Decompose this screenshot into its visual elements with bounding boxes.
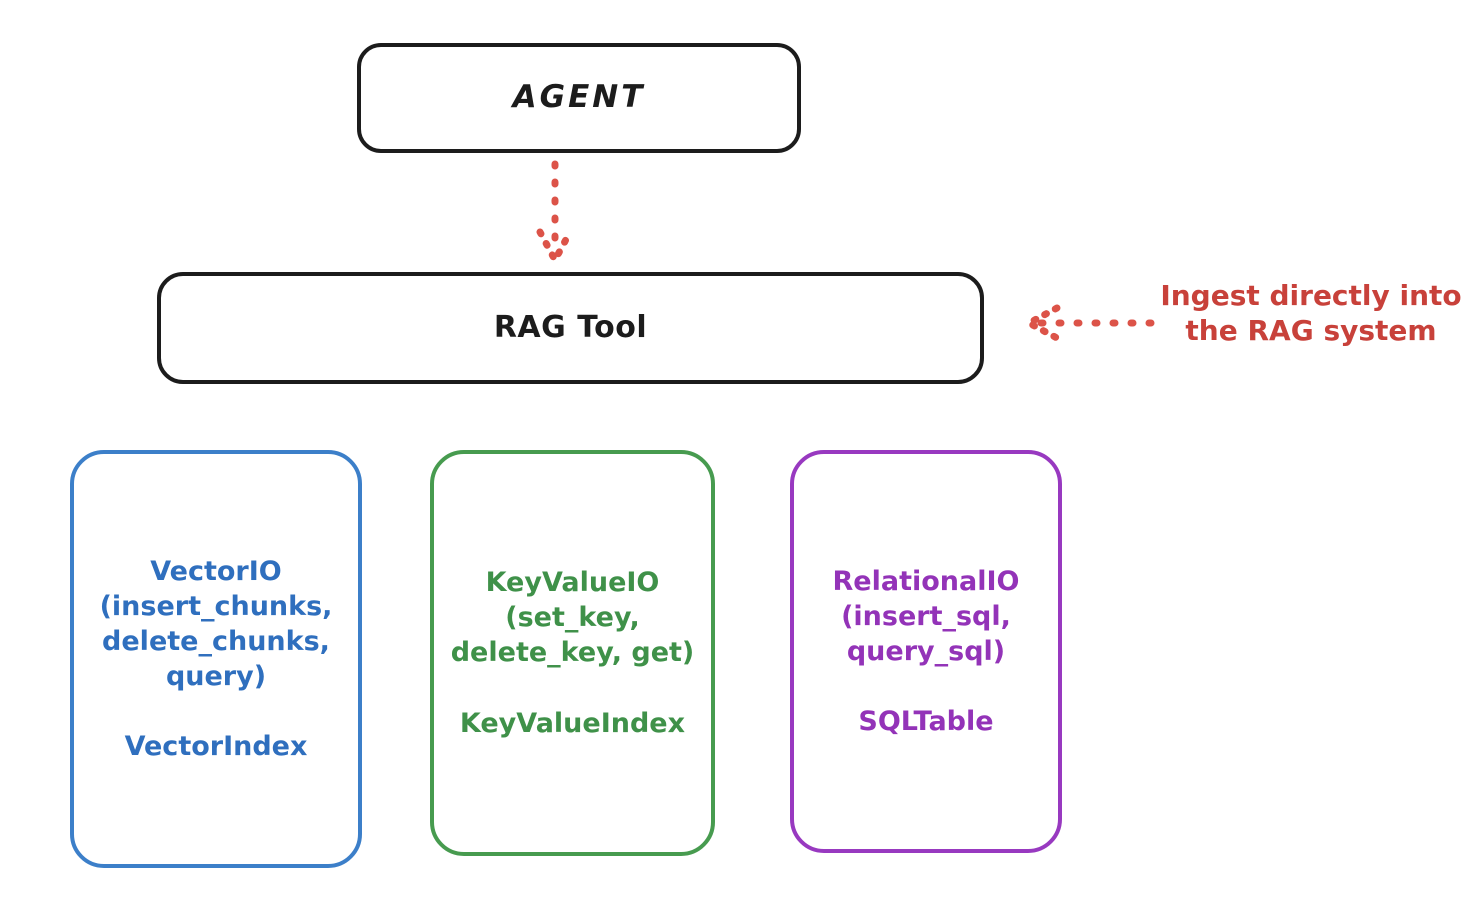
connector-ingest-annotation-dotted-arrow-icon xyxy=(1025,304,1155,342)
node-key-value-io-label: KeyValueIO (set_key, delete_key, get) Ke… xyxy=(450,567,695,739)
connector-agent-to-rag-tool-dotted-arrow-icon xyxy=(536,160,574,264)
node-rag-tool[interactable]: RAG Tool xyxy=(157,272,984,384)
node-vector-io-label: VectorIO (insert_chunks, delete_chunks, … xyxy=(99,555,333,763)
node-key-value-io[interactable]: KeyValueIO (set_key, delete_key, get) Ke… xyxy=(430,450,715,856)
node-vector-io[interactable]: VectorIO (insert_chunks, delete_chunks, … xyxy=(70,450,362,868)
annotation-ingest-directly-into-rag-system: Ingest directly into the RAG system xyxy=(1160,279,1462,348)
node-agent-label: AGENT xyxy=(512,79,646,116)
node-relational-io[interactable]: RelationalIO (insert_sql, query_sql) SQL… xyxy=(790,450,1062,853)
node-agent[interactable]: AGENT xyxy=(357,43,801,153)
node-relational-io-label: RelationalIO (insert_sql, query_sql) SQL… xyxy=(832,565,1020,738)
node-rag-tool-label: RAG Tool xyxy=(493,309,648,345)
